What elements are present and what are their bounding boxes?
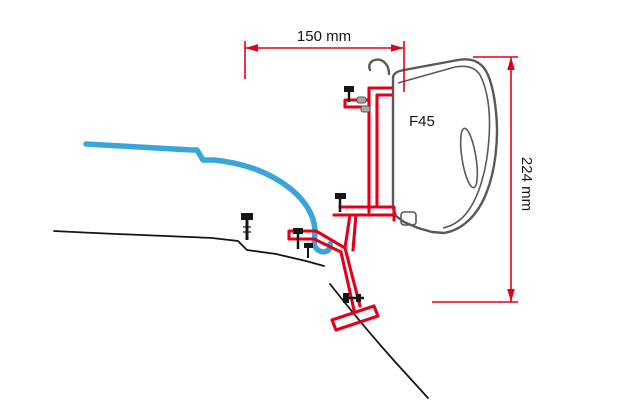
bolt	[304, 243, 313, 258]
arrow-up-icon	[507, 57, 515, 70]
vehicle-roof-contour	[83, 141, 333, 255]
awning-case-front-detail	[459, 127, 479, 189]
height-dimension-label: 224 mm	[518, 157, 535, 211]
bolt	[344, 86, 354, 102]
bracket-rail-back	[375, 93, 393, 208]
bolts	[241, 86, 364, 303]
body-line-lower	[329, 283, 429, 399]
adapter-bracket	[287, 86, 396, 332]
mount-fittings	[356, 96, 371, 113]
arrow-left-icon	[245, 44, 258, 52]
awning-case-seam	[397, 65, 491, 229]
bolt	[335, 193, 346, 212]
bolt	[343, 293, 364, 303]
bracket-strut	[339, 213, 362, 312]
product-model-label: F45	[409, 113, 435, 130]
bolt	[241, 213, 253, 240]
fitting-knob	[356, 96, 367, 104]
awning-case-outline	[391, 58, 499, 235]
roof-contour-path	[83, 141, 333, 255]
awning-lead-rail-cap	[400, 211, 417, 226]
bracket-foot	[332, 205, 396, 222]
width-dimension: 150 mm	[244, 28, 405, 92]
height-dimension: 224 mm	[432, 56, 535, 303]
awning-mount-hook	[368, 58, 391, 76]
bracket-base-plate	[330, 304, 380, 332]
awning-case	[368, 58, 499, 235]
body-line-upper	[53, 230, 325, 267]
fitting-knob	[360, 105, 371, 113]
bolt	[293, 228, 303, 249]
arrow-down-icon	[507, 289, 515, 302]
arrow-right-icon	[391, 44, 404, 52]
width-dimension-label: 150 mm	[297, 28, 351, 45]
bracket-rail-front	[367, 86, 393, 214]
vehicle-body-line	[53, 230, 429, 399]
